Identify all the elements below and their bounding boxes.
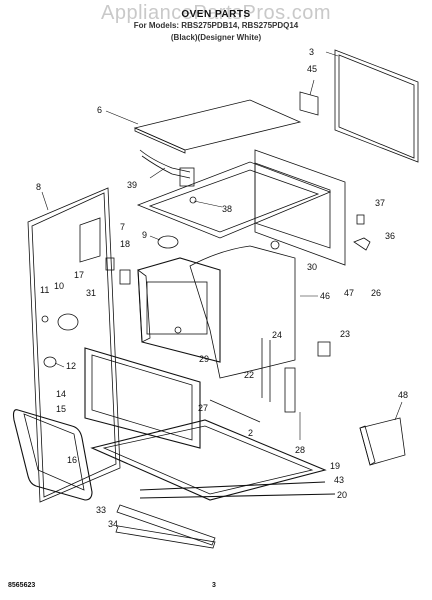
document-number: 8565623 xyxy=(8,582,36,589)
side-panel-part xyxy=(27,187,121,503)
callout-7: 7 xyxy=(120,222,125,232)
callout-3: 3 xyxy=(309,47,314,57)
oven-lamp-part xyxy=(41,313,79,368)
callout-29: 29 xyxy=(199,354,209,364)
mounting-bracket-part xyxy=(359,401,406,466)
door-glass-part xyxy=(12,409,93,501)
door-hinge-part xyxy=(284,367,301,440)
diagram-title: OVEN PARTS xyxy=(181,9,251,20)
callout-45: 45 xyxy=(307,64,317,74)
callout-26: 26 xyxy=(371,288,381,298)
bracket-part xyxy=(299,79,319,116)
callout-33: 33 xyxy=(96,505,106,515)
callout-18: 18 xyxy=(120,239,130,249)
page-number: 3 xyxy=(212,582,216,589)
callout-14: 14 xyxy=(56,389,66,399)
bottom-trim-part xyxy=(139,481,336,499)
callout-12: 12 xyxy=(66,361,76,371)
oven-cavity-part xyxy=(137,257,221,363)
callout-19: 19 xyxy=(330,461,340,471)
model-numbers: For Models: RBS275PDB14, RBS275PDQ14 xyxy=(133,21,299,30)
callout-31: 31 xyxy=(86,288,96,298)
callout-22: 22 xyxy=(244,370,254,380)
door-frame-part xyxy=(84,347,201,449)
callout-34: 34 xyxy=(108,519,118,529)
callout-28: 28 xyxy=(295,445,305,455)
callout-6: 6 xyxy=(97,105,102,115)
callout-8: 8 xyxy=(36,182,41,192)
small-plate-part xyxy=(317,341,331,357)
callout-16: 16 xyxy=(67,455,77,465)
sensor-part xyxy=(149,235,179,249)
callout-46: 46 xyxy=(320,291,330,301)
callout-10: 10 xyxy=(54,281,64,291)
latch-rod-part xyxy=(261,338,271,402)
callout-43: 43 xyxy=(334,475,344,485)
callout-17: 17 xyxy=(74,270,84,280)
color-variants: (Black)(Designer White) xyxy=(170,33,262,42)
fastener-parts xyxy=(353,214,371,251)
rear-insulation-part xyxy=(254,149,346,266)
callout-9: 9 xyxy=(142,230,147,240)
callout-23: 23 xyxy=(340,329,350,339)
callout-36: 36 xyxy=(385,231,395,241)
rear-panel-part xyxy=(325,49,419,163)
watermark-text: AppliancePartsPros.com xyxy=(101,2,331,24)
vent-duct-part xyxy=(139,149,195,187)
callout-30: 30 xyxy=(307,262,317,272)
callout-37: 37 xyxy=(375,198,385,208)
hinge-bar-part xyxy=(209,399,261,423)
top-panel-part xyxy=(105,99,302,154)
toe-kick-part xyxy=(115,504,216,549)
bracket-harness-part xyxy=(79,217,131,285)
callout-48: 48 xyxy=(398,390,408,400)
callout-15: 15 xyxy=(56,404,66,414)
callout-39: 39 xyxy=(127,180,137,190)
callout-2: 2 xyxy=(248,428,253,438)
callout-38: 38 xyxy=(222,204,232,214)
callout-27: 27 xyxy=(198,403,208,413)
callout-24: 24 xyxy=(272,330,282,340)
oven-bottom-part xyxy=(90,419,327,501)
callout-47: 47 xyxy=(344,288,354,298)
callout-11: 11 xyxy=(40,285,49,295)
callout-labels: 3 45 6 39 38 8 7 9 18 17 31 11 10 12 14 … xyxy=(36,47,408,529)
callout-20: 20 xyxy=(337,490,347,500)
insulation-blanket-part xyxy=(189,245,318,379)
